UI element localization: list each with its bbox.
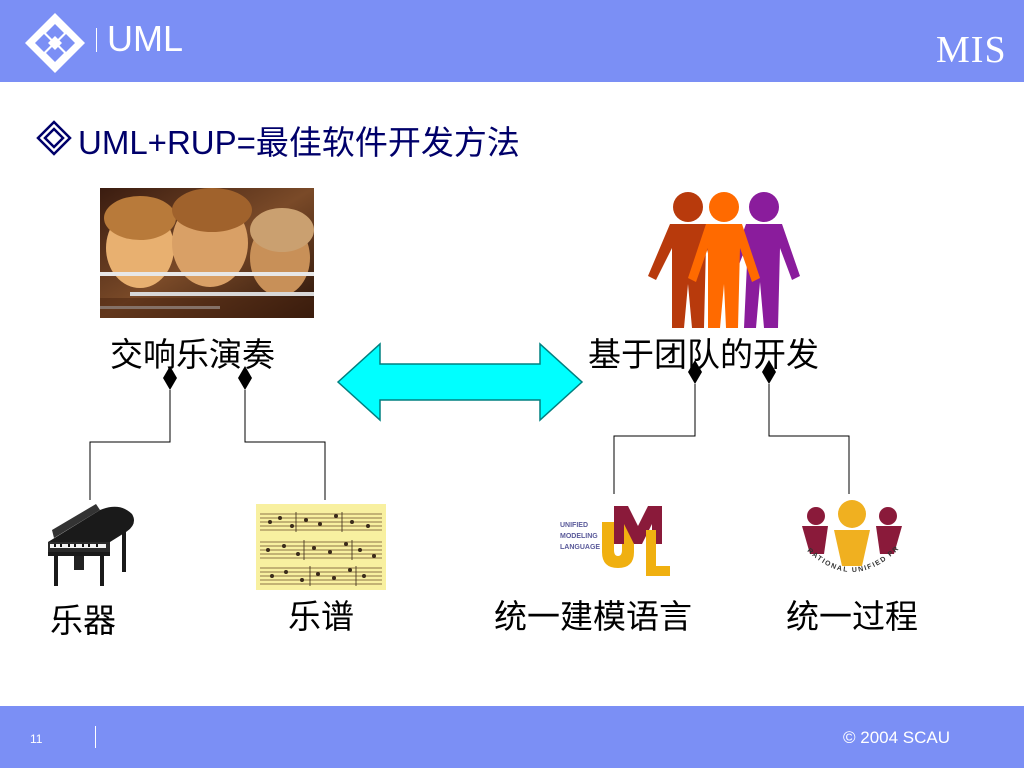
rup-logo: RATIONAL UNIFIED PROCESS: [794, 496, 902, 574]
composition-diamond: [238, 366, 252, 390]
uml-logo-line1: UNIFIED: [560, 522, 588, 529]
composition-connectors: [89, 360, 850, 500]
symphony-label: 交响乐演奏: [110, 335, 275, 374]
composition-diamond: [163, 366, 177, 390]
page-number: 11: [30, 732, 43, 746]
uml-logo: UNIFIED MODELING LANGUAGE: [554, 500, 674, 580]
header-divider: [96, 28, 97, 52]
sheet-music-icon: [256, 504, 386, 590]
uml-logo-line3: LANGUAGE: [560, 544, 601, 551]
composition-diamond: [762, 360, 776, 384]
diamond-bullet-icon: [36, 120, 72, 156]
score-label: 乐谱: [288, 597, 354, 636]
uml-logo-line2: MODELING: [560, 533, 598, 540]
uml-logo-mark: [602, 506, 670, 576]
team-people-icon: [648, 192, 800, 328]
brand-logo: MIS: [936, 29, 1007, 71]
header-bar: [0, 0, 1024, 82]
footer-divider: [95, 726, 96, 748]
diamond-logo-icon: [25, 13, 85, 73]
copyright-text: © 2004 SCAU: [843, 728, 951, 747]
instrument-label: 乐器: [50, 601, 116, 640]
uml-label: 统一建模语言: [494, 597, 692, 636]
double-arrow-icon: [336, 342, 584, 422]
footer-bar: [0, 706, 1024, 768]
team-development-label: 基于团队的开发: [588, 335, 819, 374]
unified-process-label: 统一过程: [786, 597, 918, 636]
orchestra-photo: [100, 188, 314, 318]
slide-heading: UML+RUP=最佳软件开发方法: [78, 124, 520, 161]
grand-piano-icon: [48, 504, 134, 586]
slide-section-title: UML: [107, 18, 184, 59]
composition-diamond: [688, 360, 702, 384]
